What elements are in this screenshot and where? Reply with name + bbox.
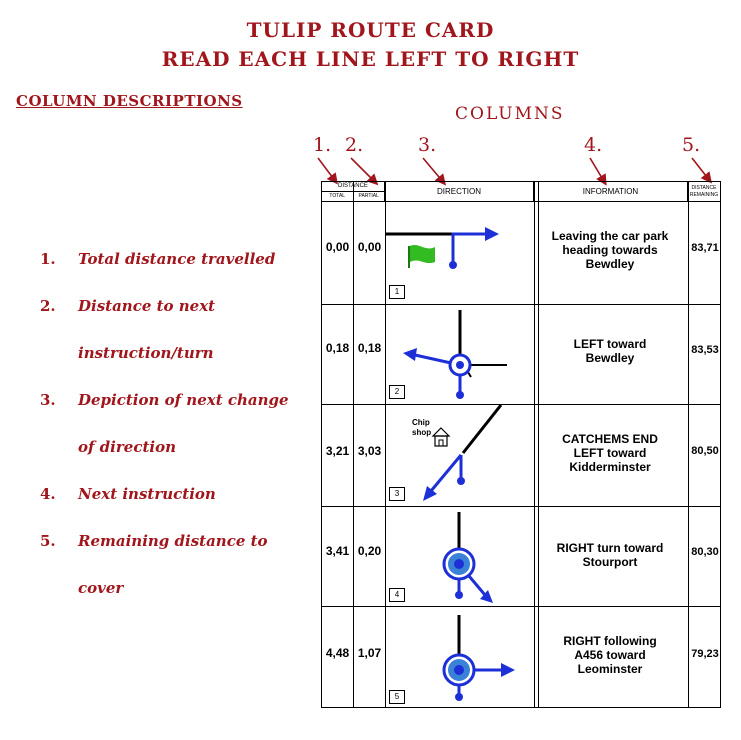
description-item-5: 5. Remaining distance to [40, 532, 268, 550]
row-1-information: Leaving the car park heading towards Bew… [535, 229, 685, 271]
info-line: Stourport [582, 555, 638, 569]
divider [322, 304, 720, 305]
row-1-step-number: 1 [389, 285, 405, 299]
description-item-1: 1. Total distance travelled [40, 250, 275, 268]
row-2-direction-diagram [403, 310, 507, 399]
info-line: Leominster [577, 662, 643, 676]
info-line: RIGHT turn toward [556, 541, 664, 555]
row-5-information: RIGHT following A456 toward Leominster [535, 634, 685, 676]
start-flag-icon [408, 245, 435, 268]
row-1-partial: 0,00 [357, 240, 382, 254]
pointer-arrow-3 [422, 157, 447, 186]
description-item-2: 2. Distance to next [40, 297, 215, 315]
header-information: INFORMATION [534, 182, 688, 201]
info-line: heading towards [562, 243, 658, 257]
row-5-step-number: 5 [389, 690, 405, 704]
header-direction: DIRECTION [385, 182, 534, 201]
row-4-direction-diagram [442, 512, 493, 603]
info-line: Bewdley [585, 351, 635, 365]
row-1-direction-diagram [385, 227, 499, 269]
row-1-total: 0,00 [325, 240, 350, 254]
column-number-3: 3. [418, 134, 437, 156]
info-line: LEFT toward [573, 446, 647, 460]
row-3-step-number: 3 [389, 487, 405, 501]
column-number-1: 1. [313, 134, 332, 156]
landmark-line: shop [412, 428, 432, 437]
description-item-3: 3. Depiction of next change [40, 391, 289, 409]
house-icon [431, 427, 451, 447]
description-text: Total distance travelled [78, 250, 276, 268]
row-4-information: RIGHT turn toward Stourport [535, 541, 685, 569]
description-text: Depiction of next change [78, 391, 289, 409]
divider [353, 182, 354, 707]
description-number: 1. [40, 250, 56, 268]
row-3-information: CATCHEMS END LEFT toward Kidderminster [535, 432, 685, 474]
description-item-4: 4. Next instruction [40, 485, 216, 503]
row-3-landmark-label: Chip shop [412, 418, 431, 438]
row-4-total: 3,41 [325, 544, 350, 558]
description-text: Remaining distance to [78, 532, 268, 550]
pointer-arrow-2 [350, 157, 379, 186]
divider [688, 182, 689, 707]
pointer-arrow-1 [317, 157, 338, 185]
row-1-remaining: 83,71 [691, 242, 719, 254]
info-line: LEFT toward [573, 337, 647, 351]
pointer-arrow-5 [691, 157, 712, 184]
title-line-2: READ EACH LINE LEFT TO RIGHT [161, 47, 580, 71]
divider [385, 182, 386, 707]
info-line: CATCHEMS END [562, 432, 658, 446]
route-card-table: DISTANCE TOTAL PARTIAL DIRECTION INFORMA… [321, 181, 721, 708]
header-total: TOTAL [322, 192, 354, 201]
description-number: 4. [40, 485, 56, 503]
columns-heading: COLUMNS [455, 104, 565, 124]
row-5-partial: 1,07 [357, 646, 382, 660]
row-5-remaining: 79,23 [691, 648, 719, 660]
column-descriptions-heading: COLUMN DESCRIPTIONS [16, 92, 243, 110]
row-3-total: 3,21 [325, 444, 350, 458]
header-remaining: DISTANCE REMAINING [689, 185, 719, 198]
header-partial: PARTIAL [358, 193, 379, 199]
row-3-direction-diagram [423, 405, 503, 501]
description-item-5-cont: cover [78, 579, 124, 597]
row-2-total: 0,18 [325, 341, 350, 355]
column-number-5: 5. [682, 134, 701, 156]
description-text: Distance to next [78, 297, 216, 315]
divider [534, 182, 535, 707]
description-item-2-cont: instruction/turn [78, 344, 214, 362]
divider [322, 606, 720, 607]
row-2-step-number: 2 [389, 385, 405, 399]
row-4-remaining: 80,30 [691, 546, 719, 558]
info-line: RIGHT following [563, 634, 657, 648]
column-number-2: 2. [345, 134, 364, 156]
divider [322, 404, 720, 405]
row-2-partial: 0,18 [357, 341, 382, 355]
row-2-remaining: 83,53 [691, 344, 719, 356]
info-line: Leaving the car park [551, 229, 669, 243]
info-line: Kidderminster [569, 460, 651, 474]
row-4-partial: 0,20 [357, 544, 382, 558]
row-3-remaining: 80,50 [691, 445, 719, 457]
row-2-information: LEFT toward Bewdley [535, 337, 685, 365]
description-number: 3. [40, 391, 56, 409]
description-text: Next instruction [78, 485, 216, 503]
divider [322, 506, 720, 507]
info-line: A456 toward [574, 648, 646, 662]
divider [322, 201, 720, 202]
pointer-arrow-4 [589, 157, 607, 186]
divider [538, 182, 539, 707]
description-number: 2. [40, 297, 56, 315]
row-4-step-number: 4 [389, 588, 405, 602]
column-number-4: 4. [584, 134, 603, 156]
row-3-partial: 3,03 [357, 444, 382, 458]
description-item-3-cont: of direction [78, 438, 176, 456]
row-5-direction-diagram [442, 615, 515, 701]
info-line: Bewdley [585, 257, 635, 271]
row-5-total: 4,48 [325, 646, 350, 660]
title-line-1: TULIP ROUTE CARD [246, 18, 495, 42]
landmark-line: Chip [412, 418, 430, 427]
description-number: 5. [40, 532, 56, 550]
